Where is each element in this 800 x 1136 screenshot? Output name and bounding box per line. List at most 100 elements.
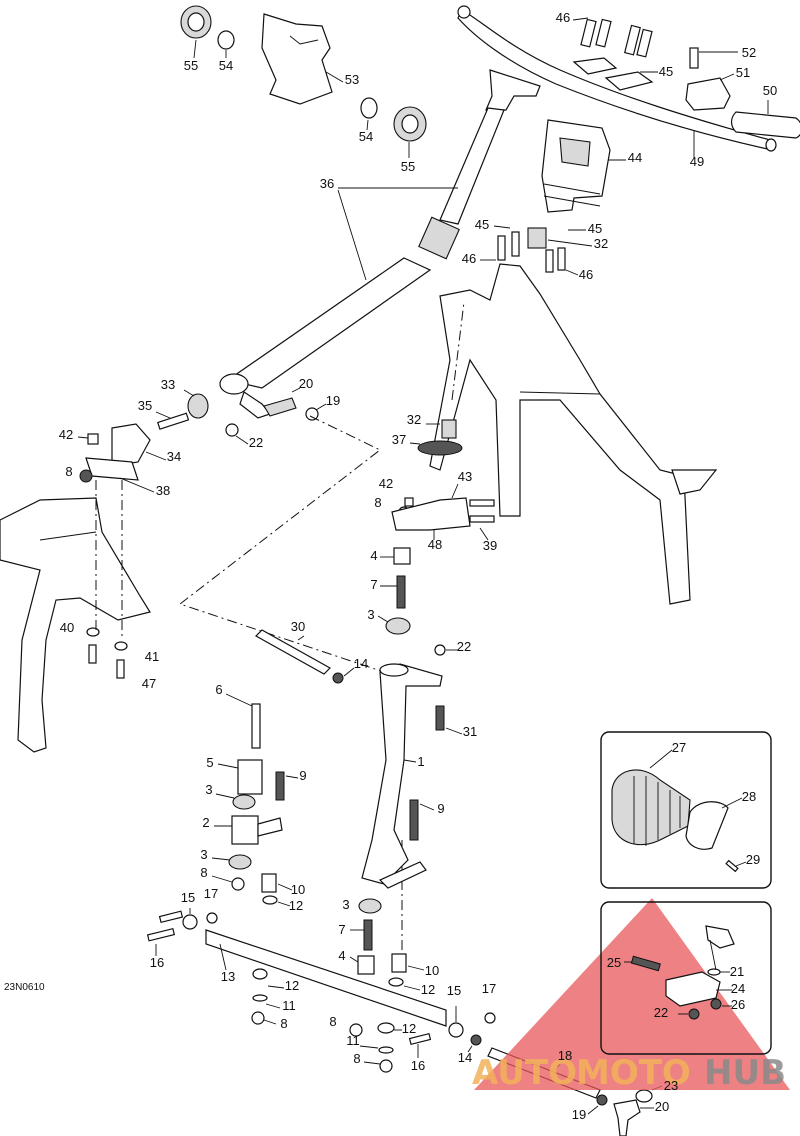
- detail-box-boot: [600, 731, 772, 889]
- callout-c8a: 8: [65, 464, 72, 479]
- callout-c38: 38: [156, 483, 170, 498]
- protector-53: [261, 13, 344, 105]
- callout-c14a: 14: [354, 656, 368, 671]
- callout-c25: 25: [607, 955, 621, 970]
- callout-c3c: 3: [200, 847, 207, 862]
- bearing-3-c: [211, 854, 252, 870]
- callout-c45b: 45: [475, 217, 489, 232]
- o-ring-54-right: [360, 97, 378, 131]
- bushing-32-upper: [527, 227, 593, 249]
- callout-c46b: 46: [462, 251, 476, 266]
- leader-43: [451, 483, 459, 499]
- sleeve-5: [217, 759, 263, 795]
- callout-c9b: 9: [437, 801, 444, 816]
- watermark-brand-auto: AUTO: [472, 1053, 577, 1093]
- callout-c32b: 32: [407, 412, 421, 427]
- bolt-6: [225, 693, 261, 749]
- callout-c28: 28: [742, 789, 756, 804]
- callout-c46a: 46: [556, 10, 570, 25]
- callout-c5: 5: [206, 755, 213, 770]
- watermark-triangle: [474, 898, 790, 1090]
- bushing-4-lower: [349, 955, 375, 975]
- detail-box-tie-rod: [600, 901, 772, 1055]
- nut-14-lower: [467, 1034, 482, 1053]
- callout-c4a: 4: [370, 548, 377, 563]
- bearing-55-right: [393, 106, 427, 158]
- bearing-3-b: [215, 793, 256, 810]
- frame-left: [0, 497, 151, 753]
- ring-28: [685, 797, 743, 850]
- callout-c16b: 16: [411, 1058, 425, 1073]
- callout-c31: 31: [463, 724, 477, 739]
- steering-support-44: [541, 119, 626, 213]
- tie-rod-bar-13: [205, 929, 447, 1027]
- ball-joint-15-right: [448, 1006, 464, 1038]
- callout-c19a: 19: [326, 393, 340, 408]
- callout-c7b: 7: [338, 922, 345, 937]
- clamps-45: [572, 57, 658, 91]
- bracket-38: [85, 457, 155, 493]
- callout-c49: 49: [690, 154, 704, 169]
- callout-c42a: 42: [59, 427, 73, 442]
- lower-hardware-right: [349, 1022, 402, 1073]
- bolts-39: [469, 499, 495, 541]
- bearing-3-upper: [377, 615, 411, 635]
- bracket-48: [391, 497, 471, 540]
- callout-c20a: 20: [299, 376, 313, 391]
- tie-rod-end-20: [613, 1099, 654, 1136]
- nut-17-left: [206, 912, 218, 924]
- o-ring-54-left: [217, 30, 235, 58]
- lower-hardware-left: [251, 968, 285, 1025]
- screw-42-mid: [404, 497, 414, 507]
- nut-17-right: [484, 1012, 496, 1024]
- callout-c53: 53: [345, 72, 359, 87]
- plate-37: [409, 440, 463, 456]
- ball-joint-15-left: [182, 908, 198, 930]
- callout-c22c: 22: [654, 1005, 668, 1020]
- callout-c44: 44: [628, 150, 642, 165]
- callout-c12b: 12: [285, 978, 299, 993]
- bearing-55-left: [180, 5, 212, 59]
- callout-c48: 48: [428, 537, 442, 552]
- callout-c24: 24: [731, 981, 745, 996]
- callout-c29: 29: [746, 852, 760, 867]
- connector-tie-rod-end: [705, 925, 735, 971]
- callout-c1: 1: [417, 754, 424, 769]
- callout-c41: 41: [145, 649, 159, 664]
- callout-c50: 50: [763, 83, 777, 98]
- steering-column-36: [219, 69, 541, 395]
- axis-line-shaft: [451, 301, 465, 401]
- nut-14-rod: [332, 667, 355, 684]
- callout-c21: 21: [730, 964, 744, 979]
- screw-29: [725, 859, 747, 873]
- spacer-10-b: [391, 953, 425, 973]
- spacer-10-a: [261, 873, 293, 893]
- bolt-35: [155, 411, 190, 430]
- callout-c12a: 12: [289, 898, 303, 913]
- bearing-3-d: [358, 898, 382, 914]
- callout-c7a: 7: [370, 577, 377, 592]
- grip-50: [730, 100, 800, 139]
- callout-c8f: 8: [353, 1051, 360, 1066]
- nut-22-detail: [678, 1008, 700, 1020]
- callout-c32a: 32: [594, 236, 608, 251]
- nut-19-top: [305, 403, 327, 421]
- callout-c3a: 3: [367, 607, 374, 622]
- callout-c33: 33: [161, 377, 175, 392]
- callout-c10b: 10: [425, 963, 439, 978]
- callout-c42b: 42: [379, 476, 393, 491]
- bolt-9-right: [409, 799, 435, 841]
- washer-12-a: [262, 895, 291, 907]
- callout-c47: 47: [142, 676, 156, 691]
- callout-c23: 23: [664, 1078, 678, 1093]
- callout-c11b: 11: [346, 1033, 360, 1048]
- washer-12-b: [388, 977, 421, 991]
- callout-c2: 2: [202, 815, 209, 830]
- callout-c8e: 8: [329, 1014, 336, 1029]
- callout-c3b: 3: [205, 782, 212, 797]
- nut-26: [710, 998, 732, 1010]
- callout-c10a: 10: [291, 882, 305, 897]
- bolt-7-upper: [380, 575, 406, 609]
